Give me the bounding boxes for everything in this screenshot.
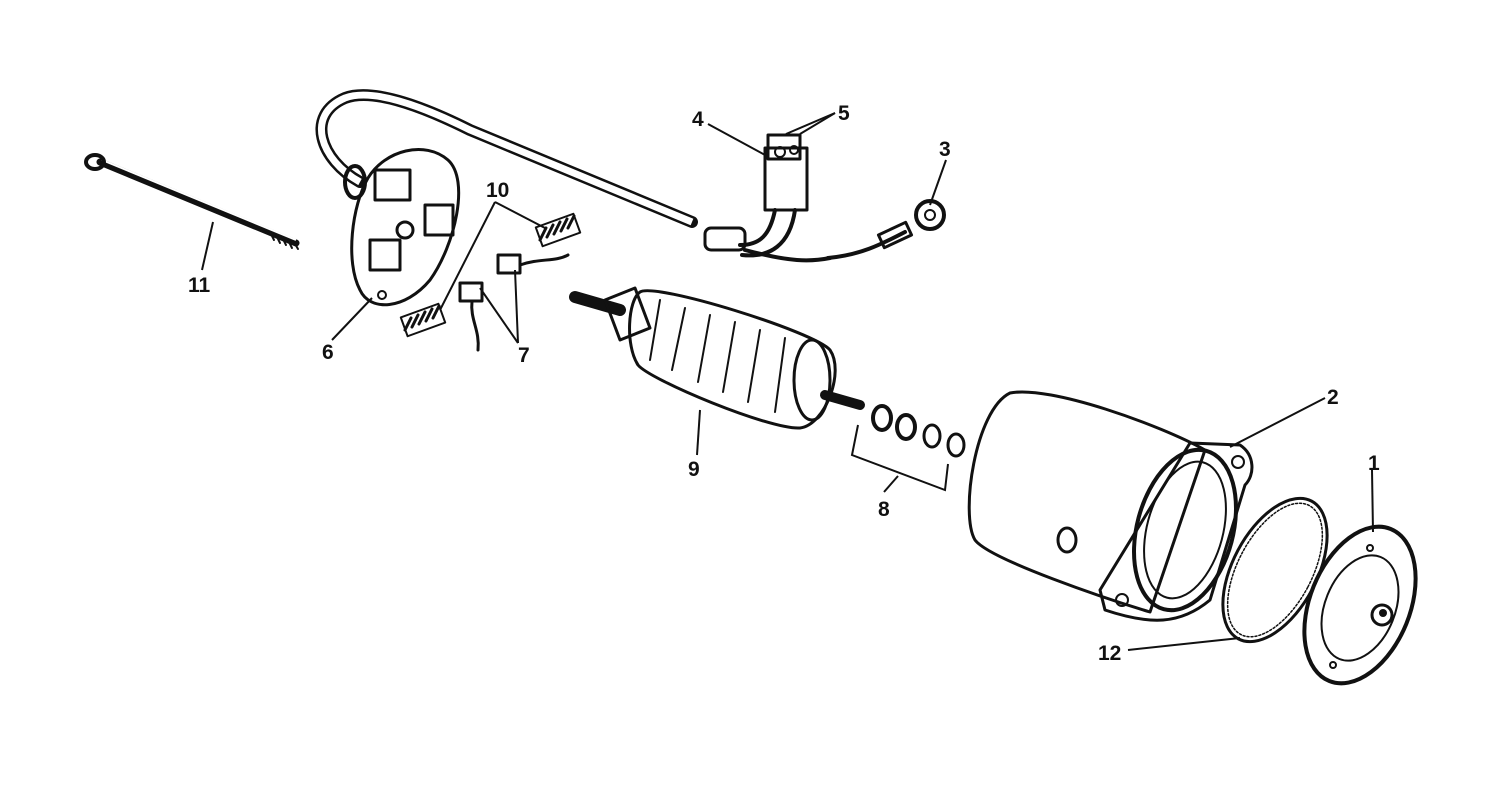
callout-2: 2: [1327, 386, 1339, 409]
part-8-washers: [871, 404, 966, 458]
callout-12: 12: [1098, 642, 1121, 665]
callout-10: 10: [486, 179, 509, 202]
part-4-connector: [703, 133, 832, 263]
part-2-field-frame: [967, 390, 1254, 622]
part-10-springs: [399, 212, 582, 338]
part-11-through-bolt: [84, 153, 300, 250]
part-1-end-cap: [1302, 524, 1418, 686]
part-6-brush-plate: [315, 89, 698, 307]
part-9-armature: [569, 286, 865, 430]
callout-6: 6: [322, 341, 334, 364]
callout-9: 9: [688, 458, 700, 481]
callout-4: 4: [692, 108, 704, 131]
leader-lines: [201, 112, 1374, 651]
callout-7: 7: [518, 344, 530, 367]
part-3-ring-terminal-wire: [826, 199, 946, 260]
part-12-gasket: [1221, 496, 1329, 644]
callout-8: 8: [878, 498, 890, 521]
callout-3: 3: [939, 138, 951, 161]
callout-11: 11: [188, 274, 211, 297]
callout-labels: 1 2 3 4 5 6 7 8 9 10 11 12: [188, 102, 1380, 665]
callout-5: 5: [838, 102, 850, 125]
callout-1: 1: [1368, 452, 1380, 475]
